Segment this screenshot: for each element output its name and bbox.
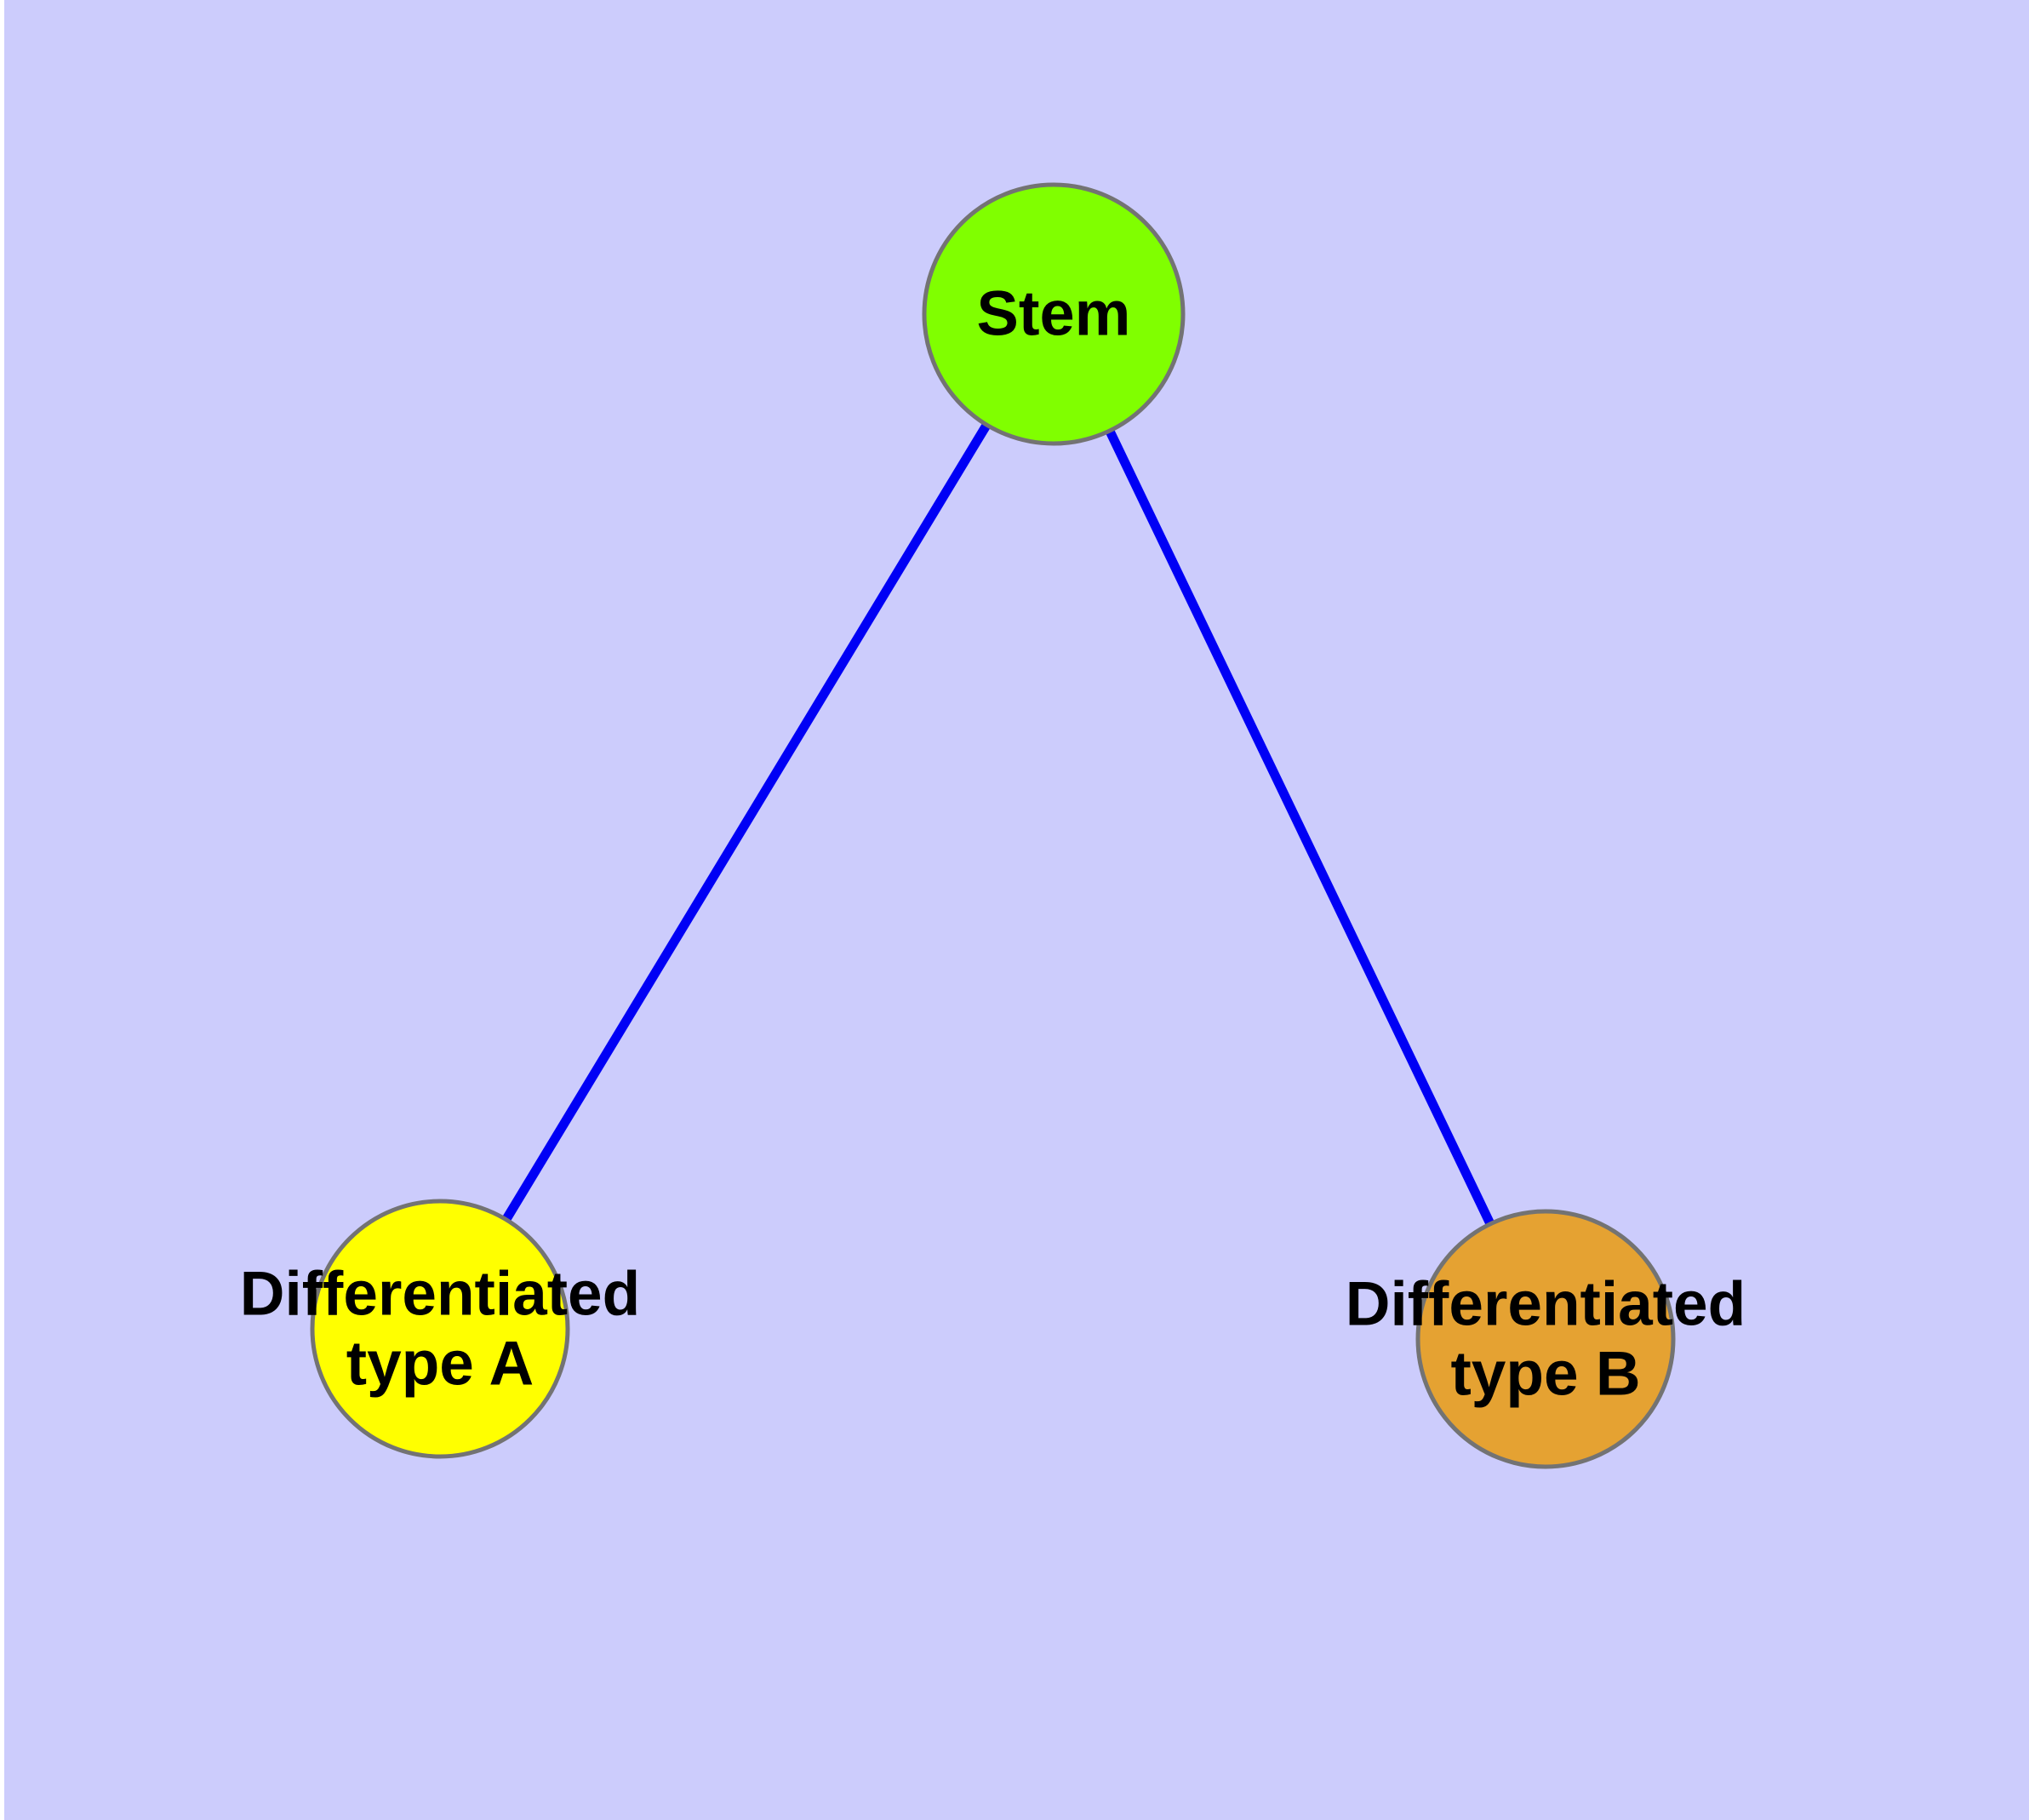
graph-node-diff_a[interactable] <box>310 1199 570 1459</box>
node-link-graph <box>310 182 1676 1469</box>
nodes-layer <box>310 182 1676 1469</box>
graph-edge-stem-diff_b <box>1104 426 1495 1228</box>
graph-node-stem[interactable] <box>922 182 1186 446</box>
edges-layer <box>500 421 1495 1228</box>
graph-edge-stem-diff_a <box>500 421 992 1224</box>
graph-node-diff_b[interactable] <box>1415 1209 1676 1469</box>
